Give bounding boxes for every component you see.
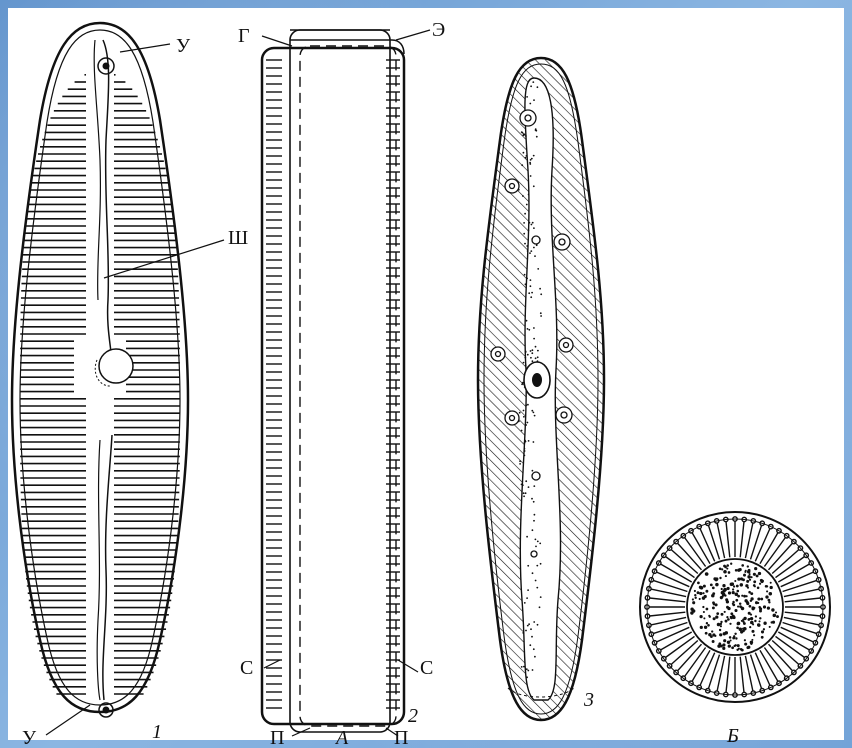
leader-g	[262, 36, 292, 46]
diatom-girdle-view	[262, 30, 430, 736]
diatom-chloroplast-view	[478, 58, 604, 720]
diatom-valve-view	[12, 23, 224, 735]
leader-e	[396, 30, 430, 40]
label-u-top: У	[176, 35, 191, 57]
label-e: Э	[432, 19, 445, 41]
label-one: 1	[152, 721, 162, 743]
label-p-left: П	[270, 727, 284, 748]
nucleolus	[532, 373, 542, 387]
epitheca-outline	[262, 48, 404, 724]
round-cell	[640, 512, 830, 702]
label-s-left: С	[240, 657, 253, 679]
label-two: 2	[408, 705, 418, 727]
polar-nodule-top-core	[103, 63, 109, 69]
polar-nodule-bottom-core	[103, 707, 109, 713]
label-u-bottom: У	[22, 727, 37, 748]
label-p-right: П	[394, 727, 408, 748]
label-three: 3	[583, 689, 594, 711]
label-s-right: С	[420, 657, 433, 679]
label-a: А	[334, 727, 349, 748]
label-b: Б	[726, 725, 739, 747]
central-nodule	[99, 349, 133, 383]
label-g: Г	[238, 25, 250, 47]
leader-u-bottom	[46, 705, 90, 735]
label-sh: Ш	[228, 227, 248, 249]
